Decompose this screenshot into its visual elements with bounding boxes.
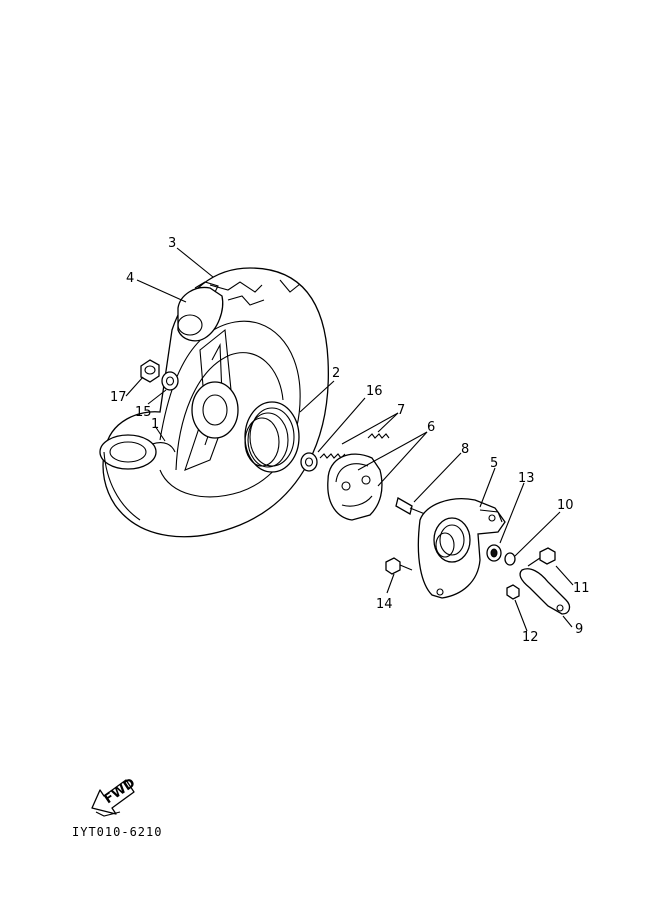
- part-9-lever: [519, 568, 571, 615]
- drawing-code: IYT010-6210: [72, 825, 162, 839]
- callout-10: 10: [557, 498, 574, 513]
- part-6-brake-shoes: [327, 453, 383, 521]
- callout-5: 5: [490, 456, 498, 471]
- tire-and-wheel: [99, 267, 329, 538]
- callout-3: 3: [168, 236, 176, 251]
- callout-14: 14: [376, 597, 393, 612]
- callout-4: 4: [126, 271, 134, 286]
- callout-15: 15: [135, 405, 152, 420]
- leader-lines: [125, 247, 574, 632]
- callout-1: 1: [151, 417, 159, 432]
- callout-8: 8: [461, 442, 469, 457]
- callout-9: 9: [575, 622, 583, 637]
- part-16-collar: [300, 452, 318, 472]
- callout-13: 13: [518, 471, 535, 486]
- part-13-seal: [486, 544, 502, 562]
- callouts: 3 4 2 16 7 6 8 5 13 10 11 9 12 14 1 17 1…: [110, 236, 590, 645]
- fwd-arrow-icon: FWD: [91, 776, 138, 817]
- part-5-brake-panel: [417, 498, 506, 599]
- callout-11: 11: [573, 581, 590, 596]
- part-11-bolt: [527, 547, 556, 567]
- part-17-nut: [140, 359, 160, 383]
- callout-12: 12: [522, 630, 539, 645]
- callout-2: 2: [332, 366, 340, 381]
- part-12-nut: [506, 584, 520, 600]
- part-14-bolt: [385, 557, 413, 575]
- part-15-washer: [161, 371, 179, 391]
- part-10-washer: [504, 552, 516, 566]
- callout-16: 16: [366, 384, 383, 399]
- callout-6: 6: [427, 420, 435, 435]
- part-8-cam: [395, 497, 426, 515]
- callout-17: 17: [110, 390, 127, 405]
- callout-7: 7: [397, 403, 405, 418]
